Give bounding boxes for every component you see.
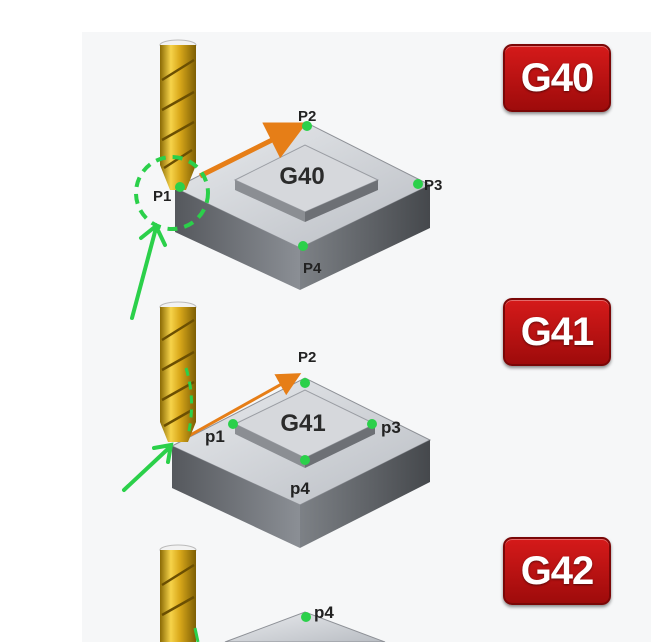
boss-g40	[233, 144, 380, 222]
point-marker-p3	[413, 179, 423, 189]
point-label-p3: p3	[381, 418, 401, 437]
badge-g40: G40	[503, 44, 611, 112]
point-label-p2: P2	[298, 108, 316, 125]
point-label-p4: p4	[314, 603, 334, 622]
highlight-circle-p1	[134, 155, 210, 231]
point-marker-p2	[300, 378, 310, 388]
badge-g41: G41	[503, 298, 611, 366]
workpiece-block-g42	[224, 611, 386, 642]
point-marker-p4	[298, 241, 308, 251]
highlight-arc-g42	[193, 627, 200, 642]
badge-label-g40: G40	[520, 55, 595, 100]
point-marker-p2	[302, 121, 312, 131]
point-marker-p1	[175, 182, 185, 192]
page-margin	[651, 32, 665, 642]
point-label-p2: P2	[298, 349, 316, 366]
highlight-arc-p1	[184, 367, 194, 437]
end-mill-tool-g40	[159, 39, 197, 190]
end-mill-tool-g41	[159, 301, 197, 442]
point-marker-p1	[228, 419, 238, 429]
point-label-p4: p4	[290, 479, 310, 498]
badge-label-g41: G41	[520, 309, 595, 354]
end-mill-tool-g42	[159, 544, 197, 642]
toolpath-arrow-g40	[198, 122, 307, 179]
badge-label-g42: G42	[520, 548, 595, 593]
point-label-p4: P4	[303, 260, 322, 277]
workpiece-block-g41: G41	[170, 377, 432, 548]
boss-g41	[233, 389, 377, 468]
green-arrow-p1-g41	[122, 442, 174, 492]
point-label-p1: P1	[153, 188, 171, 205]
block-label-g40: G40	[279, 163, 324, 190]
workpiece-block-g40: G40	[173, 121, 432, 290]
green-arrow-p1	[130, 222, 167, 320]
point-label-p3: P3	[424, 177, 442, 194]
toolpath-arrow-g41	[184, 373, 302, 440]
badge-g42: G42	[503, 537, 611, 605]
point-marker-p4	[300, 455, 310, 465]
point-label-p1: p1	[205, 427, 225, 446]
block-label-g41: G41	[280, 410, 325, 437]
point-marker-p3	[367, 419, 377, 429]
point-marker-p4	[301, 612, 311, 622]
